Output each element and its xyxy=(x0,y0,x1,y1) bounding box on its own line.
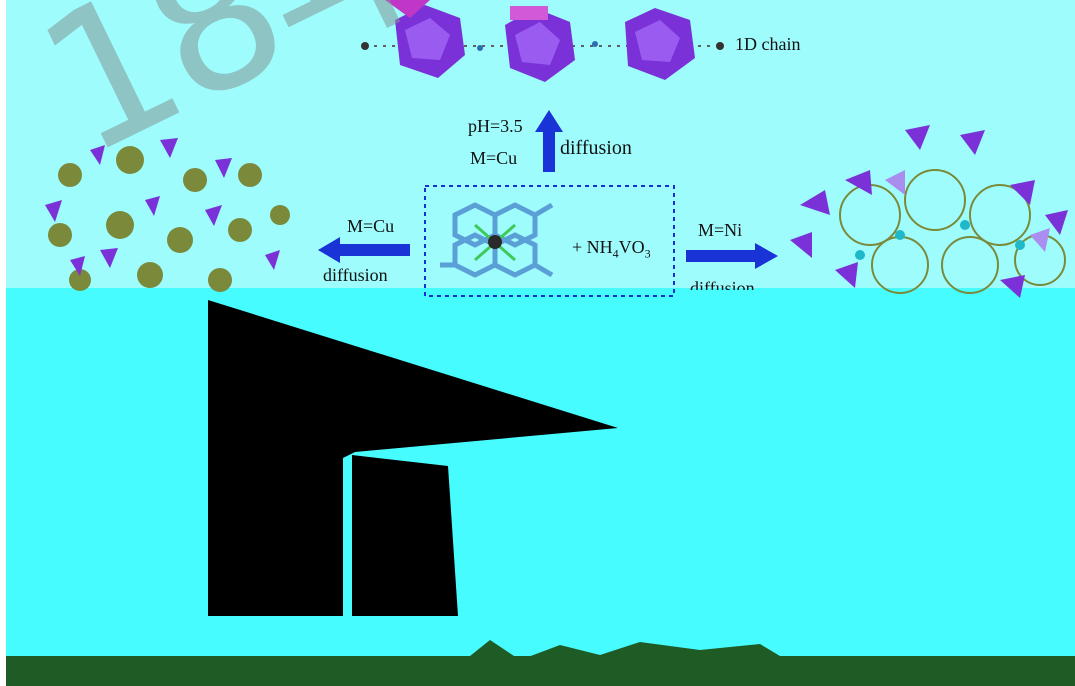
left-method: diffusion xyxy=(323,265,388,285)
arrow-up xyxy=(535,110,563,172)
black-shape xyxy=(208,300,618,616)
chain-label: 1D chain xyxy=(735,34,801,54)
metal-center xyxy=(474,223,516,262)
polyhedron-cluster-3 xyxy=(625,8,695,80)
reagent-sub-1: 4 xyxy=(612,246,619,261)
bottom-panel xyxy=(6,288,1075,660)
right-framework xyxy=(790,125,1068,298)
top-condition-ph: pH=3.5 xyxy=(468,116,523,136)
arrow-left xyxy=(318,237,410,263)
ground-noise xyxy=(470,640,780,660)
ground-strip xyxy=(6,656,1075,686)
reagent-mid: VO xyxy=(618,237,645,257)
top-condition-metal: M=Cu xyxy=(470,148,518,168)
reagent-sub-2: 3 xyxy=(644,246,651,261)
left-framework xyxy=(45,138,290,292)
top-method: diffusion xyxy=(560,137,632,159)
right-condition: M=Ni xyxy=(698,220,743,240)
reagent-prefix: + NH xyxy=(572,237,613,257)
right-method: diffusion xyxy=(690,278,755,290)
polyhedron-cluster-2 xyxy=(505,8,575,82)
chain-structure xyxy=(361,0,724,82)
ligand-box xyxy=(424,185,675,297)
arrow-right xyxy=(686,243,778,269)
left-condition: M=Cu xyxy=(347,216,395,236)
reagent-label: + NH4VO3 xyxy=(572,237,651,262)
polyhedron-cluster-1 xyxy=(395,5,465,78)
